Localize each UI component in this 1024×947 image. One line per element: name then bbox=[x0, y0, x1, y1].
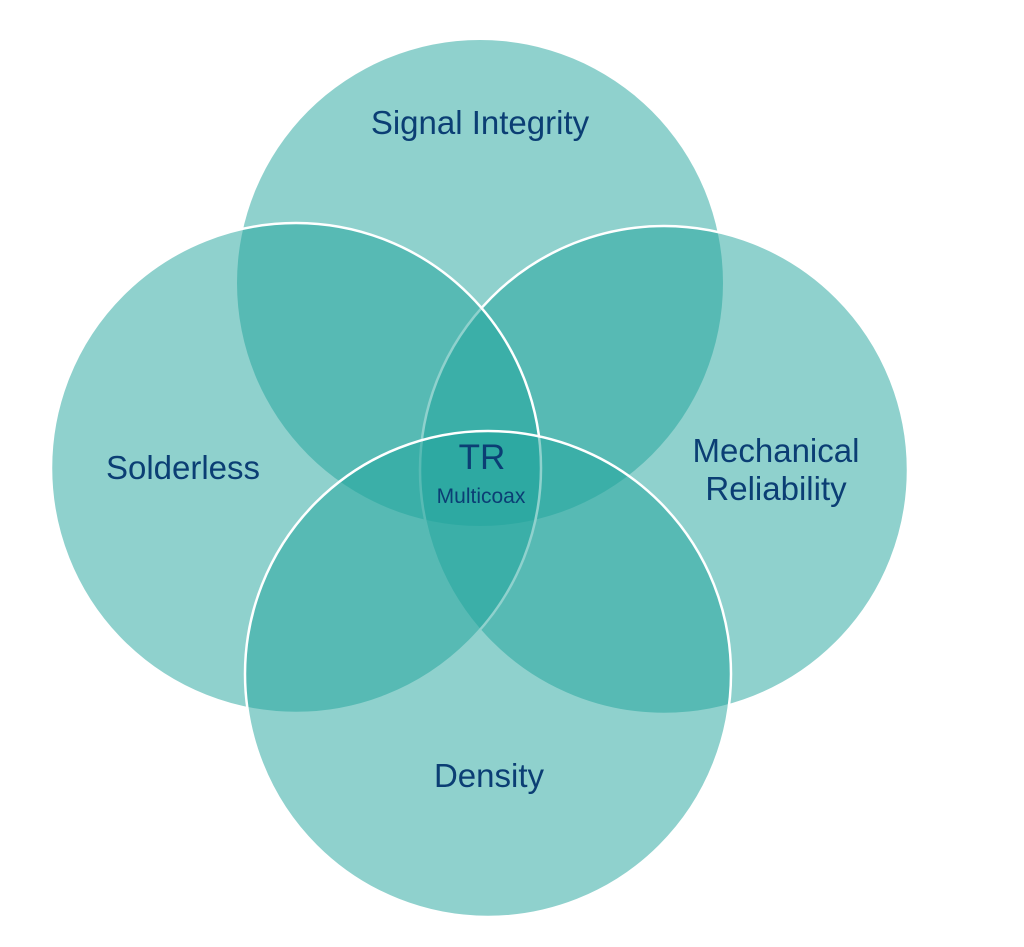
circle-density bbox=[243, 429, 733, 919]
label-signal-integrity: Signal Integrity bbox=[371, 104, 590, 141]
label-mechanical-reliability-line1: Mechanical bbox=[693, 432, 860, 469]
center-subtitle: Multicoax bbox=[437, 485, 526, 508]
label-mechanical-reliability-line2: Reliability bbox=[705, 470, 847, 507]
center-title: TR bbox=[459, 438, 506, 477]
label-density: Density bbox=[434, 757, 545, 794]
label-solderless: Solderless bbox=[106, 449, 260, 486]
